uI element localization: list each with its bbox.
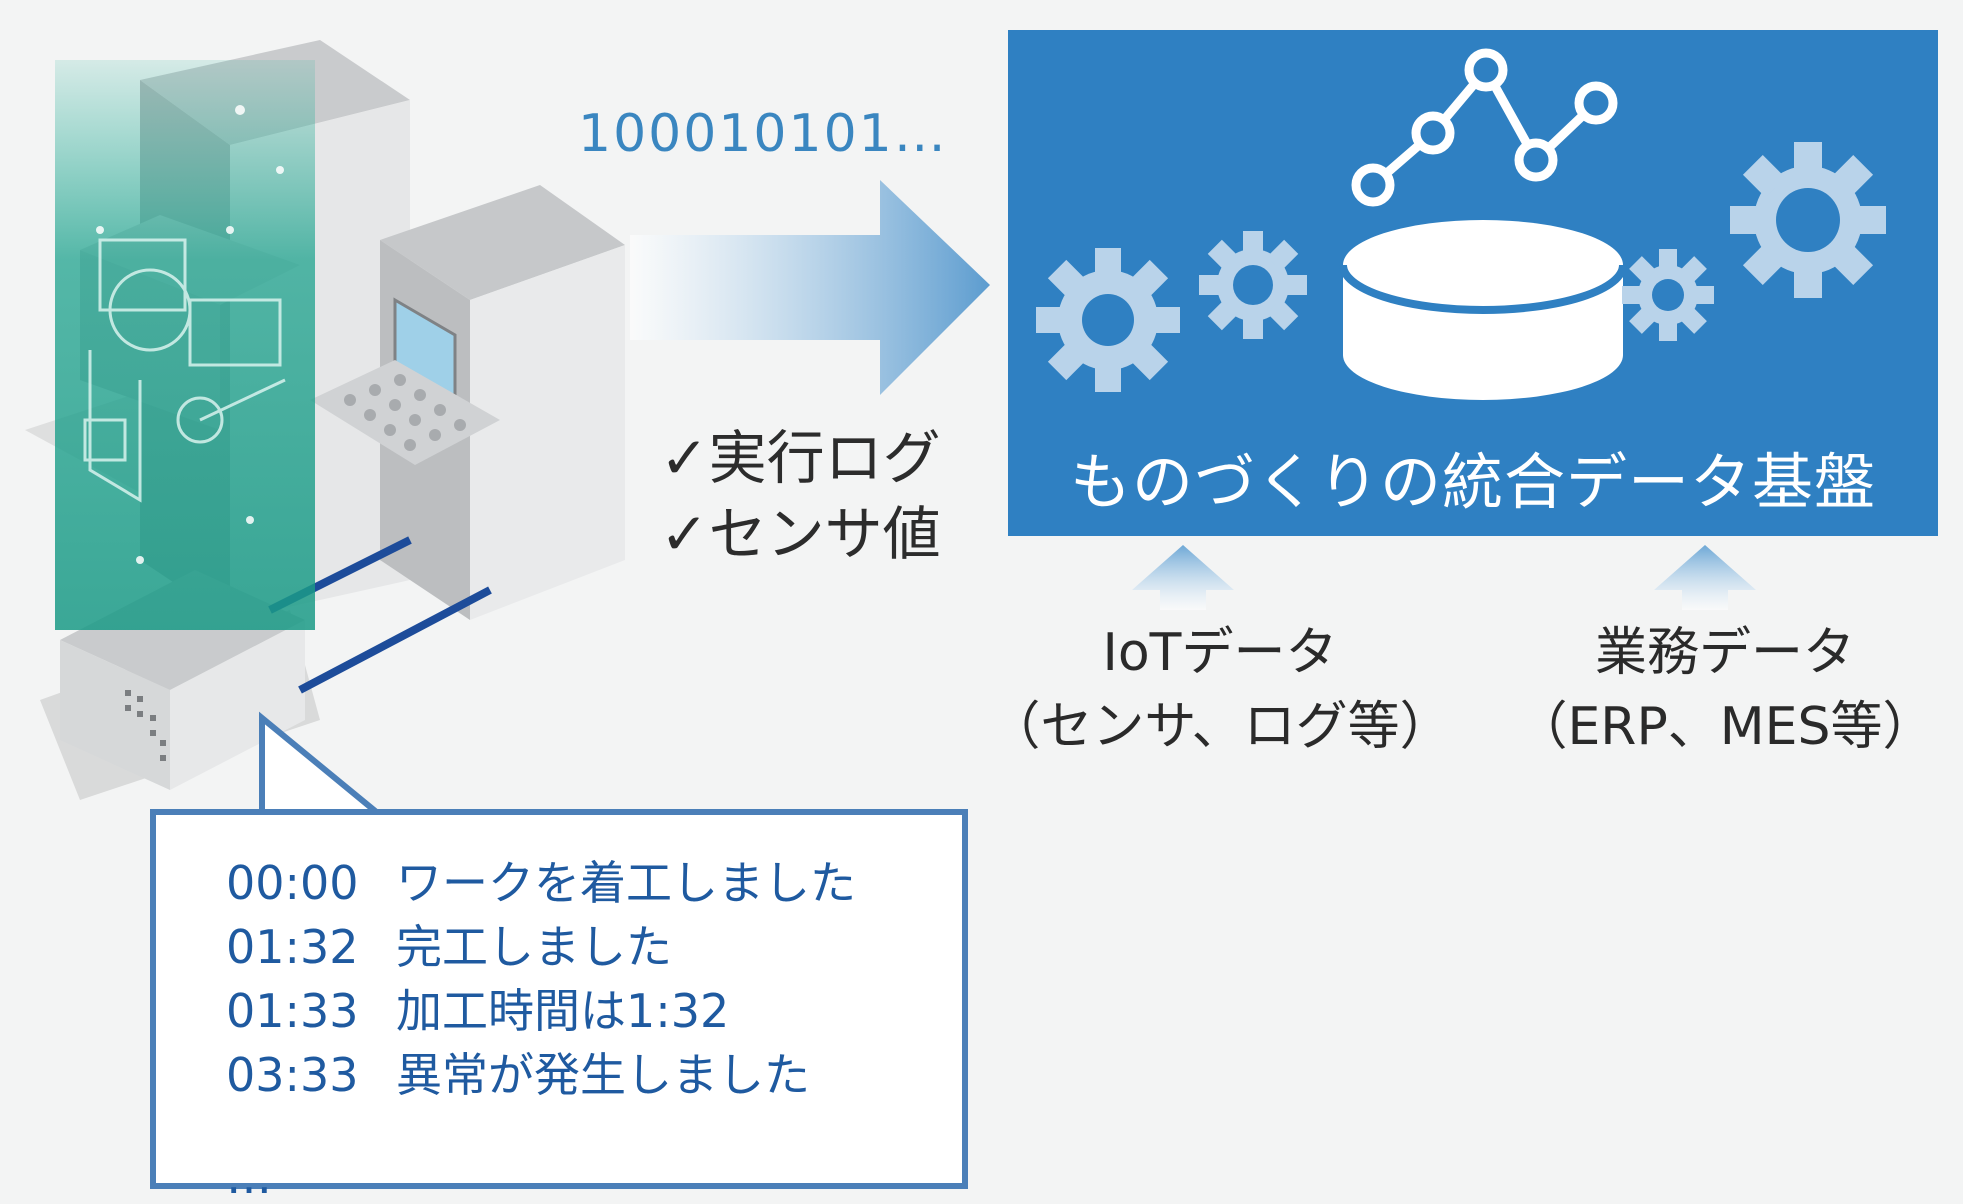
log-entry: 03:33 異常が発生しました — [226, 1043, 856, 1107]
database-icon — [1339, 220, 1627, 400]
log-message: 異常が発生しました — [396, 1048, 810, 1102]
gear-icon — [1199, 231, 1307, 339]
iot-data-detail: （センサ、ログ等） — [988, 697, 1452, 757]
data-flow-arrow — [630, 180, 990, 395]
output-execution-log: ✓実行ログ — [660, 424, 941, 492]
business-data-detail: （ERP、MES等） — [1515, 697, 1935, 757]
output-sensor-values: ✓センサ値 — [660, 500, 941, 568]
iot-data-label: IoTデータ （センサ、ログ等） — [960, 616, 1480, 764]
iot-up-arrow — [1132, 545, 1234, 610]
business-data-title: 業務データ — [1594, 623, 1855, 683]
log-time: 00:00 — [226, 856, 359, 910]
log-list: 00:00 ワークを着工しました 01:32 完工しました 01:33 加工時間は1:… — [226, 851, 856, 1107]
log-more-indicator: … — [226, 1150, 272, 1204]
platform-graphics — [1036, 48, 1886, 400]
log-message: 加工時間は1:32 — [396, 984, 730, 1038]
gear-icon — [1730, 142, 1886, 298]
log-callout: 00:00 ワークを着工しました 01:32 完工しました 01:33 加工時間は1:… — [150, 809, 968, 1204]
log-message: ワークを着工しました — [396, 856, 856, 910]
machine-illustration — [25, 40, 1756, 800]
log-entry: 00:00 ワークを着工しました — [226, 851, 856, 915]
business-data-label: 業務データ （ERP、MES等） — [1490, 616, 1960, 764]
log-message: 完工しました — [396, 920, 672, 974]
log-time: 03:33 — [226, 1048, 359, 1102]
business-up-arrow — [1654, 545, 1756, 610]
machine-output-list: ✓実行ログ ✓センサ値 — [660, 420, 941, 572]
trend-chart-icon — [1351, 48, 1618, 207]
data-platform-panel: ものづくりの統合データ基盤 — [1008, 30, 1938, 536]
log-entry: 01:32 完工しました — [226, 915, 856, 979]
gear-icon — [1622, 249, 1714, 341]
callout-pointer — [259, 711, 382, 818]
platform-title: ものづくりの統合データ基盤 — [1069, 447, 1876, 518]
control-cabinet — [380, 185, 625, 300]
log-entry: 01:33 加工時間は1:32 — [226, 979, 856, 1043]
hologram-overlay — [55, 60, 315, 630]
gear-icon — [1036, 248, 1180, 392]
log-time: 01:33 — [226, 984, 359, 1038]
binary-stream: 100010101… — [578, 104, 948, 164]
iot-data-title: IoTデータ — [1102, 623, 1338, 683]
log-time: 01:32 — [226, 920, 359, 974]
